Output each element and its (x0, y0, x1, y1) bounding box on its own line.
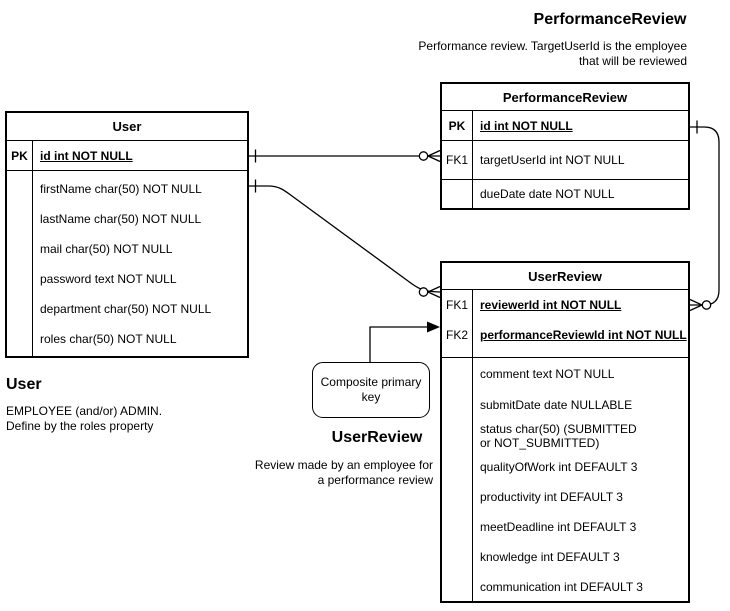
field-text: lastName char(50) NOT NULL (40, 212, 202, 226)
field-text: communication int DEFAULT 3 (480, 579, 643, 594)
field-text: meetDeadline int DEFAULT 3 (480, 520, 637, 534)
field-text: targetUserId int NOT NULL (480, 153, 625, 167)
table-row: dueDate date NOT NULL (442, 179, 688, 208)
table-user-review: UserReview FK1 reviewerId int NOT NULL F… (440, 261, 690, 603)
user-description: EMPLOYEE (and/or) ADMIN. Define by the r… (6, 404, 163, 433)
many-cardinality-crowfoot (427, 285, 441, 299)
table-user-review-title: UserReview (442, 263, 688, 290)
field-text: password text NOT NULL (40, 272, 177, 286)
field-text: qualityOfWork int DEFAULT 3 (480, 460, 638, 474)
table-row: mail char(50) NOT NULL (7, 234, 247, 264)
relationship-performancereview-userreview-connector (690, 126, 720, 306)
user-review-heading: UserReview (331, 429, 423, 446)
table-row: knowledge int DEFAULT 3 (442, 542, 688, 572)
field-text: submitDate date NULLABLE (480, 398, 633, 412)
table-row: FK2 performanceReviewId int NOT NULL (442, 320, 688, 350)
table-row: meetDeadline int DEFAULT 3 (442, 512, 688, 542)
field-text: roles char(50) NOT NULL (40, 332, 177, 346)
performance-review-description: Performance review. TargetUserId is the … (418, 39, 687, 68)
field-text: comment text NOT NULL (480, 367, 615, 381)
table-row: firstName char(50) NOT NULL (7, 174, 247, 204)
zero-cardinality-circle (418, 287, 429, 297)
key-badge: FK1 (445, 153, 468, 167)
key-badge: PK (448, 118, 466, 133)
note-arrow (369, 326, 428, 362)
user-review-description: Review made by an employee for a perform… (254, 458, 433, 487)
key-column-divider (32, 141, 33, 356)
field-text: id int NOT NULL (480, 118, 573, 133)
key-badge: PK (11, 148, 28, 163)
field-text: performanceReviewId int NOT NULL (480, 328, 687, 342)
field-text: knowledge int DEFAULT 3 (480, 550, 620, 564)
composite-key-note: Composite primary key (312, 362, 430, 418)
key-badge: FK1 (445, 298, 468, 312)
key-column-divider (472, 290, 473, 601)
zero-cardinality-circle (418, 151, 429, 161)
field-text: department char(50) NOT NULL (40, 302, 212, 316)
table-user-body: firstName char(50) NOT NULL lastName cha… (7, 171, 247, 354)
table-row: lastName char(50) NOT NULL (7, 204, 247, 234)
field-text: id int NOT NULL (40, 148, 133, 163)
table-row: password text NOT NULL (7, 264, 247, 294)
table-row: qualityOfWork int DEFAULT 3 (442, 452, 688, 482)
table-user-review-keys: FK1 reviewerId int NOT NULL FK2 performa… (442, 290, 688, 358)
field-text: mail char(50) NOT NULL (40, 242, 173, 256)
table-row: status char(50) (SUBMITTED or NOT_SUBMIT… (442, 420, 688, 452)
user-heading: User (6, 376, 42, 393)
table-row: PK id int NOT NULL (7, 141, 247, 171)
many-cardinality-crowfoot (689, 298, 703, 312)
table-user-review-body: comment text NOT NULL submitDate date NU… (442, 358, 688, 601)
many-cardinality-crowfoot (427, 149, 441, 163)
field-text: productivity int DEFAULT 3 (480, 490, 623, 504)
field-text: dueDate date NOT NULL (480, 187, 615, 201)
field-text: reviewerId int NOT NULL (480, 298, 622, 312)
table-row: communication int DEFAULT 3 (442, 572, 688, 601)
performance-review-heading: PerformanceReview (533, 11, 687, 28)
table-user: User PK id int NOT NULL firstName char(5… (5, 111, 249, 358)
note-arrowhead-icon (427, 321, 440, 333)
table-row: FK1 targetUserId int NOT NULL (442, 140, 688, 179)
table-row: submitDate date NULLABLE (442, 390, 688, 420)
zero-cardinality-circle (701, 300, 712, 310)
relationship-user-userreview-connector (249, 185, 441, 293)
table-row: productivity int DEFAULT 3 (442, 482, 688, 512)
table-row: PK id int NOT NULL (442, 111, 688, 140)
field-text: firstName char(50) NOT NULL (40, 182, 202, 196)
key-column-divider (472, 111, 473, 208)
field-text: status char(50) (SUBMITTED or NOT_SUBMIT… (480, 422, 637, 450)
table-performance-review-title: PerformanceReview (442, 84, 688, 111)
key-badge: FK2 (445, 328, 468, 342)
table-row: comment text NOT NULL (442, 358, 688, 390)
table-user-title: User (7, 113, 247, 141)
table-row: roles char(50) NOT NULL (7, 324, 247, 354)
table-performance-review: PerformanceReview PK id int NOT NULL FK1… (440, 82, 690, 210)
table-row: department char(50) NOT NULL (7, 294, 247, 324)
table-row: FK1 reviewerId int NOT NULL (442, 290, 688, 320)
